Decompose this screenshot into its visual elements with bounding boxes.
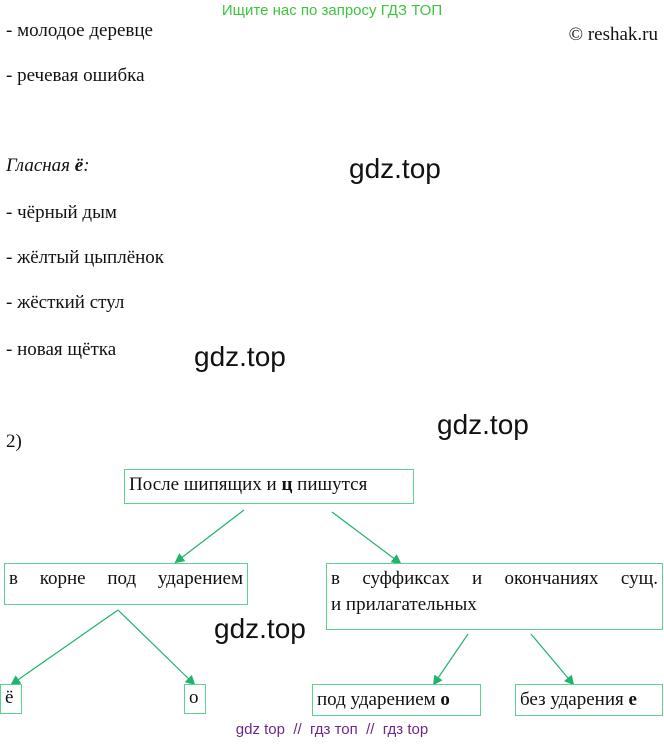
leaf-yo-text: ё bbox=[5, 687, 14, 708]
arrow-left-yo bbox=[10, 609, 119, 686]
heading-prefix: Гласная bbox=[6, 155, 75, 176]
watermark: gdz.top bbox=[214, 613, 306, 644]
stressed-text: под ударением bbox=[317, 689, 441, 710]
arrow-left-o bbox=[117, 609, 196, 686]
left-box-word: под bbox=[107, 568, 137, 589]
diagram-leaf-stressed: под ударением о bbox=[312, 684, 481, 716]
arrow-right-unstressed bbox=[530, 633, 575, 686]
list-item: - новая щётка bbox=[6, 339, 117, 360]
list-item: - жёлтый цыплёнок bbox=[6, 247, 165, 268]
copyright: © reshak.ru bbox=[568, 24, 658, 45]
watermark: gdz.top bbox=[349, 153, 441, 184]
list-item: - речевая ошибка bbox=[6, 65, 145, 86]
diagram-leaf-o: о bbox=[184, 684, 206, 714]
right-box-line-1: в суффиксах и окончаниях сущ. bbox=[331, 566, 658, 592]
root-text-bold: ц bbox=[281, 474, 293, 495]
right-box-word: в bbox=[331, 568, 340, 589]
left-box-word: ударением bbox=[157, 568, 243, 589]
arrow-root-right bbox=[331, 511, 402, 565]
search-banner: Ищите нас по запросу ГДЗ ТОП bbox=[221, 2, 443, 19]
list-item: - молодое деревце bbox=[6, 20, 153, 41]
left-box-line: в корне под ударением bbox=[9, 566, 243, 592]
stressed-letter: о bbox=[440, 689, 450, 710]
heading-suffix: : bbox=[83, 155, 90, 176]
diagram-leaf-unstressed: без ударения е bbox=[515, 684, 663, 716]
right-box-word: сущ. bbox=[620, 568, 658, 589]
watermark: gdz.top bbox=[194, 341, 286, 372]
right-box-word: и bbox=[471, 568, 483, 589]
footer-watermark: gdz top // гдз топ // гдз top bbox=[235, 721, 429, 738]
right-box-word: суффиксах bbox=[362, 568, 450, 589]
diagram-leaf-yo: ё bbox=[0, 684, 22, 714]
right-box-word: окончаниях bbox=[504, 568, 599, 589]
right-box-line-2: и прилагательных bbox=[331, 594, 477, 615]
root-text-post: пишутся bbox=[292, 474, 368, 495]
arrow-root-left bbox=[174, 509, 245, 564]
unstressed-text: без ударения bbox=[520, 689, 629, 710]
diagram-right-box: в суффиксах и окончаниях сущ. и прилагат… bbox=[326, 563, 663, 630]
list-item: - жёсткий стул bbox=[6, 292, 125, 313]
diagram-root-box: После шипящих и ц пишутся bbox=[124, 469, 414, 504]
watermark: gdz.top bbox=[437, 409, 529, 440]
task-number: 2) bbox=[6, 431, 22, 452]
left-box-word: в bbox=[9, 568, 18, 589]
heading-letter: ё bbox=[74, 155, 84, 176]
unstressed-letter: е bbox=[628, 689, 637, 710]
left-box-word: корне bbox=[39, 568, 86, 589]
root-text-pre: После шипящих и bbox=[129, 474, 282, 495]
list-item: - чёрный дым bbox=[6, 202, 117, 223]
leaf-o-text: о bbox=[189, 687, 199, 708]
section-heading: Гласная ё: bbox=[6, 155, 90, 177]
diagram-left-box: в корне под ударением bbox=[4, 563, 248, 605]
arrow-right-stressed bbox=[432, 633, 469, 686]
